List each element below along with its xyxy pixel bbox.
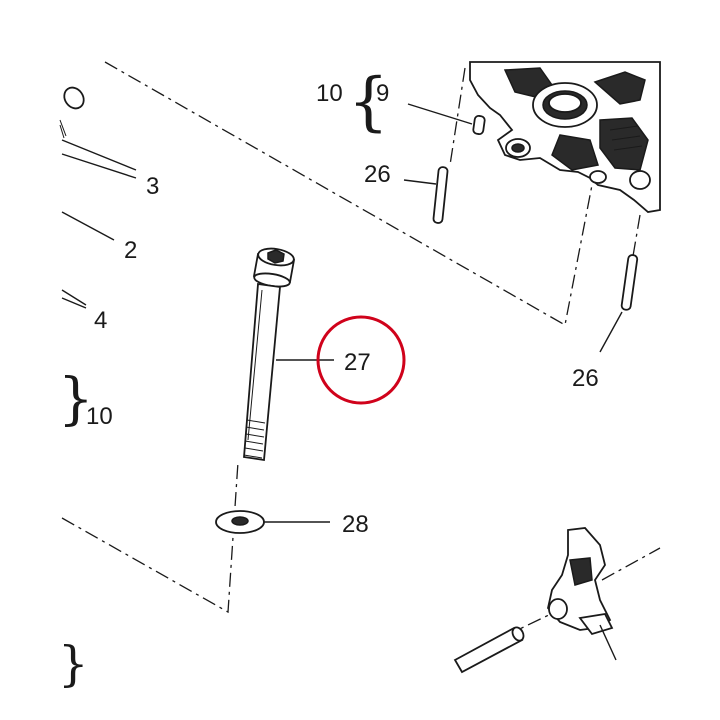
part-26-pin-right (620, 254, 639, 311)
callout-26-right: 26 (572, 365, 599, 392)
leader-3 (61, 139, 137, 179)
callout-10-top: 10 (316, 80, 343, 107)
callout-9: 9 (376, 80, 389, 107)
leader-26-right (599, 311, 623, 353)
leader-9 (407, 103, 473, 125)
centerline-bolt-washer (61, 461, 239, 614)
callout-2: 2 (124, 237, 137, 264)
callout-28: 28 (342, 511, 369, 538)
part-28-washer (215, 510, 265, 534)
leader-4 (61, 289, 87, 309)
callout-26-top: 26 (364, 161, 391, 188)
centerline-shift-fork-right (601, 547, 661, 581)
callout-10-left: 10 (86, 403, 113, 430)
leader-fork (599, 624, 617, 661)
centerline-pin-26-top (449, 67, 466, 166)
part-27-socket-head-bolt (243, 247, 296, 462)
part-3-pin-left (59, 86, 85, 139)
brace-top-9: { (348, 65, 389, 139)
brace-bottom-left: } (58, 636, 89, 692)
cylinder-head-housing (469, 61, 661, 213)
shift-fork (547, 527, 614, 636)
leader-26-top (403, 179, 437, 185)
shift-rod (453, 626, 525, 674)
callout-27: 27 (344, 349, 371, 376)
callout-3: 3 (146, 173, 159, 200)
highlight-circle-27 (316, 315, 406, 405)
part-26-pin-top (432, 166, 449, 224)
brace-left-10: } (58, 367, 94, 432)
leader-2 (61, 211, 115, 241)
part-9-dowel (472, 115, 486, 135)
centerline-long-diagonal (104, 61, 593, 327)
callout-4: 4 (94, 307, 107, 334)
centerline-pin-26-right (631, 214, 641, 263)
